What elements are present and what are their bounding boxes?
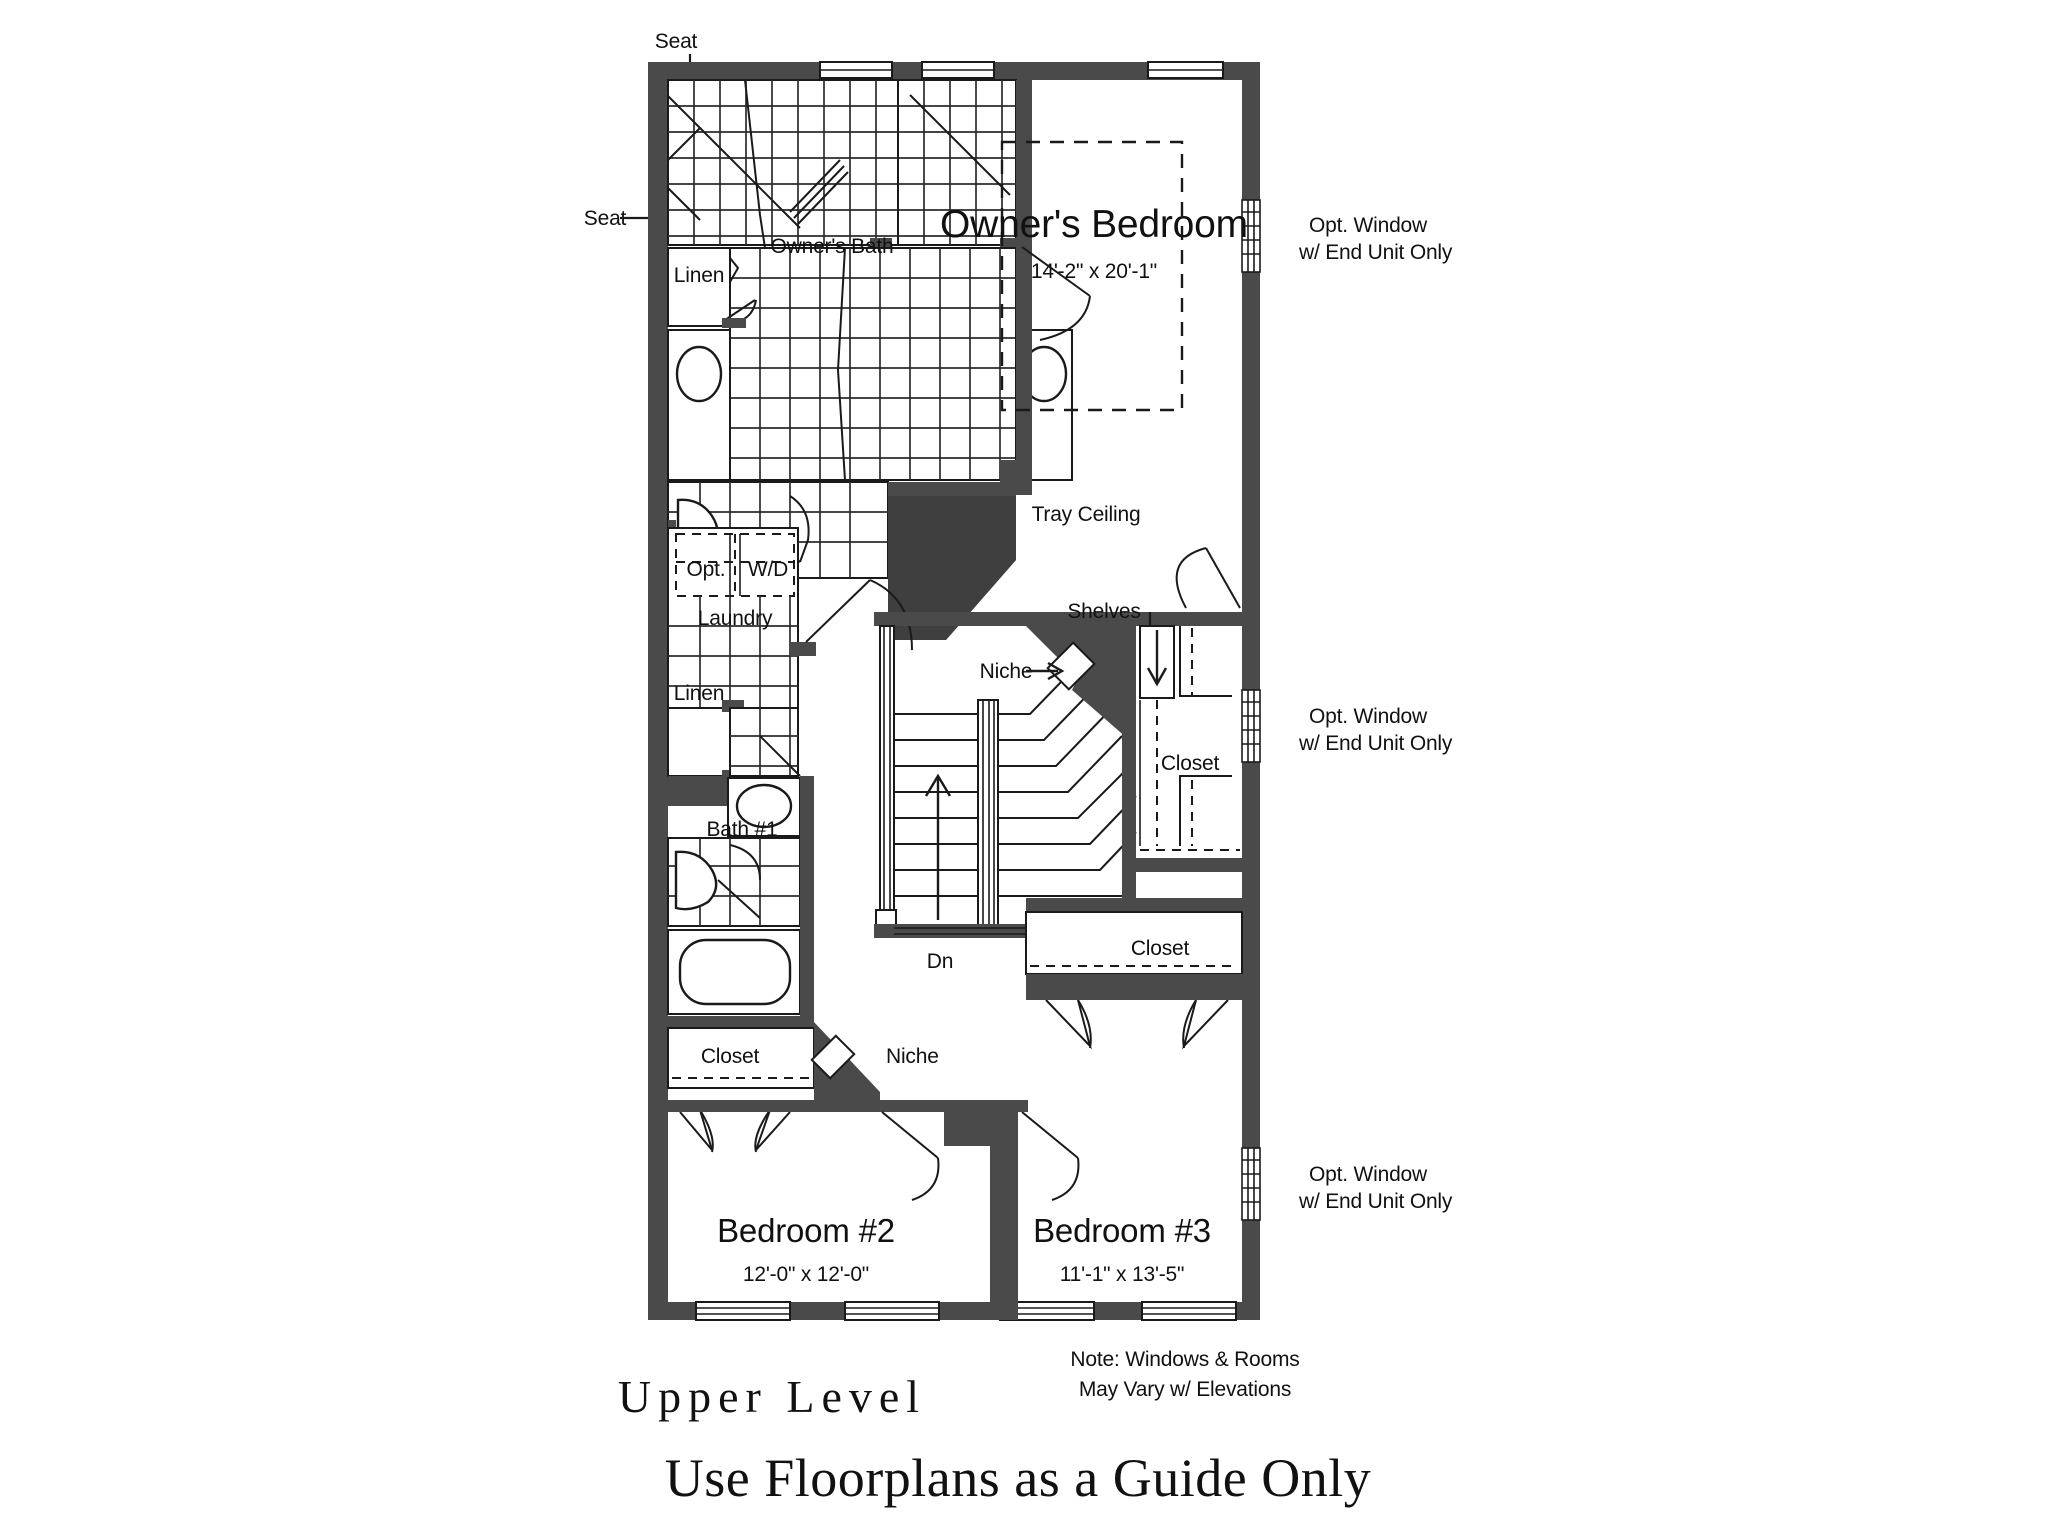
disclaimer-line-1: Note: Windows & Rooms bbox=[1070, 1348, 1299, 1371]
footer-note: Use Floorplans as a Guide Only bbox=[665, 1448, 1371, 1508]
linen-closet-upper bbox=[667, 247, 731, 327]
bath-1-area bbox=[667, 776, 814, 1016]
window-bottom-1 bbox=[695, 1301, 791, 1321]
label-shelves: Shelves bbox=[1067, 600, 1140, 623]
label-owners-bedroom-dims: 14'-2" x 20'-1" bbox=[1031, 260, 1157, 283]
bath-diagonal bbox=[909, 94, 1011, 196]
window-bottom-4 bbox=[1141, 1301, 1237, 1321]
label-seat-left: Seat bbox=[584, 207, 627, 230]
niche-recess-hall bbox=[810, 1034, 856, 1080]
closet-shelf-right-top bbox=[1179, 626, 1232, 697]
top-wall-windows bbox=[819, 61, 1224, 79]
bedroom2-door-leaf bbox=[881, 1111, 939, 1159]
laundry-door-leaf bbox=[805, 579, 871, 643]
bottom-wall-windows bbox=[695, 1301, 1237, 1321]
opt-window-hatch-3 bbox=[1241, 1147, 1261, 1221]
tray-ceiling-outline bbox=[1000, 140, 1184, 412]
label-opt-wd-opt: Opt. bbox=[687, 558, 726, 581]
label-niche-stair: Niche bbox=[980, 660, 1033, 683]
stair-direction-arrow bbox=[924, 773, 952, 920]
opt-window-3-line1: Opt. Window bbox=[1309, 1163, 1428, 1186]
label-stairs-down: Dn bbox=[927, 950, 953, 973]
vanity-left bbox=[667, 329, 731, 481]
label-opt-wd-wd: W/D bbox=[748, 558, 788, 581]
laundry-door-swing bbox=[869, 579, 913, 651]
shower-diagonal bbox=[699, 127, 791, 219]
opt-window-hatch-1 bbox=[1241, 199, 1261, 273]
niche-recess-stair bbox=[1046, 641, 1096, 691]
bath-centerline bbox=[836, 247, 846, 481]
bath1-sink bbox=[735, 783, 793, 829]
optional-window-hatches bbox=[1241, 199, 1261, 1221]
bath-door-leaf bbox=[1021, 246, 1091, 297]
niche-stair-arrow bbox=[1026, 661, 1065, 681]
opt-window-2-line1: Opt. Window bbox=[1309, 705, 1428, 728]
label-bedroom-3-dims: 11'-1" x 13'-5" bbox=[1060, 1263, 1185, 1286]
bathtub bbox=[678, 938, 792, 1006]
closet-right-lower bbox=[1025, 898, 1246, 988]
bath-door-swing bbox=[1039, 295, 1091, 341]
label-bath-1: Bath #1 bbox=[707, 818, 778, 841]
linen-closet-lower bbox=[667, 707, 731, 777]
label-niche-hall: Niche bbox=[886, 1045, 939, 1068]
label-linen-lower: Linen bbox=[674, 682, 724, 705]
label-closet-right-upper: Closet bbox=[1161, 752, 1220, 775]
label-linen-upper: Linen bbox=[674, 264, 724, 287]
label-owners-bedroom: Owner's Bedroom bbox=[940, 203, 1248, 246]
shower-door bbox=[789, 159, 849, 225]
bedroom3-door-leaf bbox=[1021, 1111, 1079, 1159]
label-closet-right-lower: Closet bbox=[1131, 937, 1190, 960]
label-bedroom-2-dims: 12'-0" x 12'-0" bbox=[743, 1263, 869, 1286]
opt-washer-dryer-box bbox=[675, 533, 795, 597]
bedroom-divider-wall bbox=[990, 1180, 1010, 1320]
opt-window-3-line2: w/ End Unit Only bbox=[1298, 1190, 1453, 1213]
label-bedroom-2: Bedroom #2 bbox=[717, 1212, 895, 1249]
shelves-arrow bbox=[1146, 630, 1168, 687]
label-bedroom-3: Bedroom #3 bbox=[1033, 1212, 1211, 1249]
shower-seat-lower bbox=[667, 187, 701, 221]
sink-left bbox=[675, 345, 723, 403]
opt-window-hatch-2 bbox=[1241, 689, 1261, 763]
label-closet-left: Closet bbox=[701, 1045, 760, 1068]
laundry-area bbox=[667, 520, 913, 782]
window-bottom-2 bbox=[844, 1301, 940, 1321]
plan-text-labels: Seat Seat Owner's Bath Linen Owner's Bed… bbox=[584, 30, 1453, 1508]
opt-window-1-line1: Opt. Window bbox=[1309, 214, 1428, 237]
label-tray-ceiling: Tray Ceiling bbox=[1032, 503, 1141, 526]
page-title: Upper Level bbox=[618, 1371, 926, 1422]
closet-right-upper bbox=[1136, 547, 1244, 872]
label-seat-top: Seat bbox=[655, 30, 698, 53]
opt-window-2-line2: w/ End Unit Only bbox=[1298, 732, 1453, 755]
label-laundry: Laundry bbox=[698, 607, 773, 630]
stair-treads-winder bbox=[998, 649, 1137, 897]
toilet-bath1 bbox=[674, 850, 718, 911]
stairwell bbox=[874, 612, 1137, 938]
closet-bedroom2 bbox=[667, 1016, 880, 1112]
opt-window-1-line2: w/ End Unit Only bbox=[1298, 241, 1453, 264]
closet-door-swing-right bbox=[1175, 547, 1207, 609]
hall-walls bbox=[814, 1100, 880, 1112]
owners-bedroom-area bbox=[1000, 80, 1184, 495]
label-owners-bath: Owner's Bath bbox=[771, 235, 894, 258]
disclaimer-line-2: May Vary w/ Elevations bbox=[1079, 1378, 1291, 1401]
